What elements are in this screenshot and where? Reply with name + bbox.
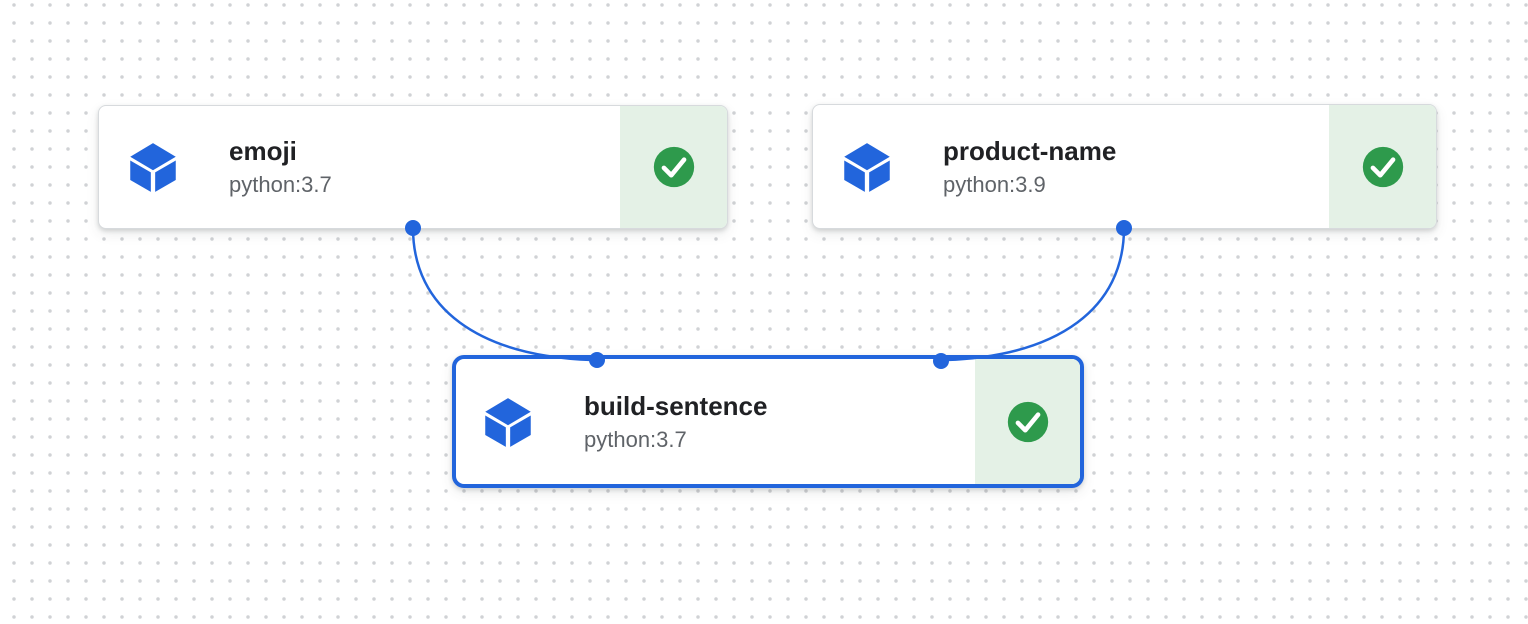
node-subtitle: python:3.7 <box>584 426 687 452</box>
node-title: product-name <box>943 135 1117 166</box>
edge-product-name-to-build-sentence <box>945 227 1126 362</box>
check-circle-icon <box>653 146 694 188</box>
node-text: emoji python:3.7 <box>229 136 332 198</box>
status-panel <box>975 359 1080 484</box>
status-panel <box>1329 105 1436 228</box>
node-subtitle: python:3.9 <box>943 171 1046 197</box>
cube-icon <box>841 141 893 193</box>
cube-icon <box>482 396 534 448</box>
edge-emoji-to-build-sentence <box>411 227 593 362</box>
check-circle-icon <box>1007 401 1048 442</box>
task-node-emoji[interactable]: emoji python:3.7 <box>98 105 728 229</box>
node-text: product-name python:3.9 <box>943 136 1116 198</box>
node-subtitle: python:3.7 <box>229 172 332 197</box>
node-title: emoji <box>229 136 297 166</box>
check-circle-icon <box>1362 146 1403 187</box>
node-text: build-sentence python:3.7 <box>584 391 767 453</box>
node-title: build-sentence <box>584 390 768 421</box>
status-panel <box>620 106 727 228</box>
task-node-product-name[interactable]: product-name python:3.9 <box>812 104 1437 229</box>
cube-icon <box>127 141 179 193</box>
task-node-build-sentence[interactable]: build-sentence python:3.7 <box>452 355 1084 488</box>
